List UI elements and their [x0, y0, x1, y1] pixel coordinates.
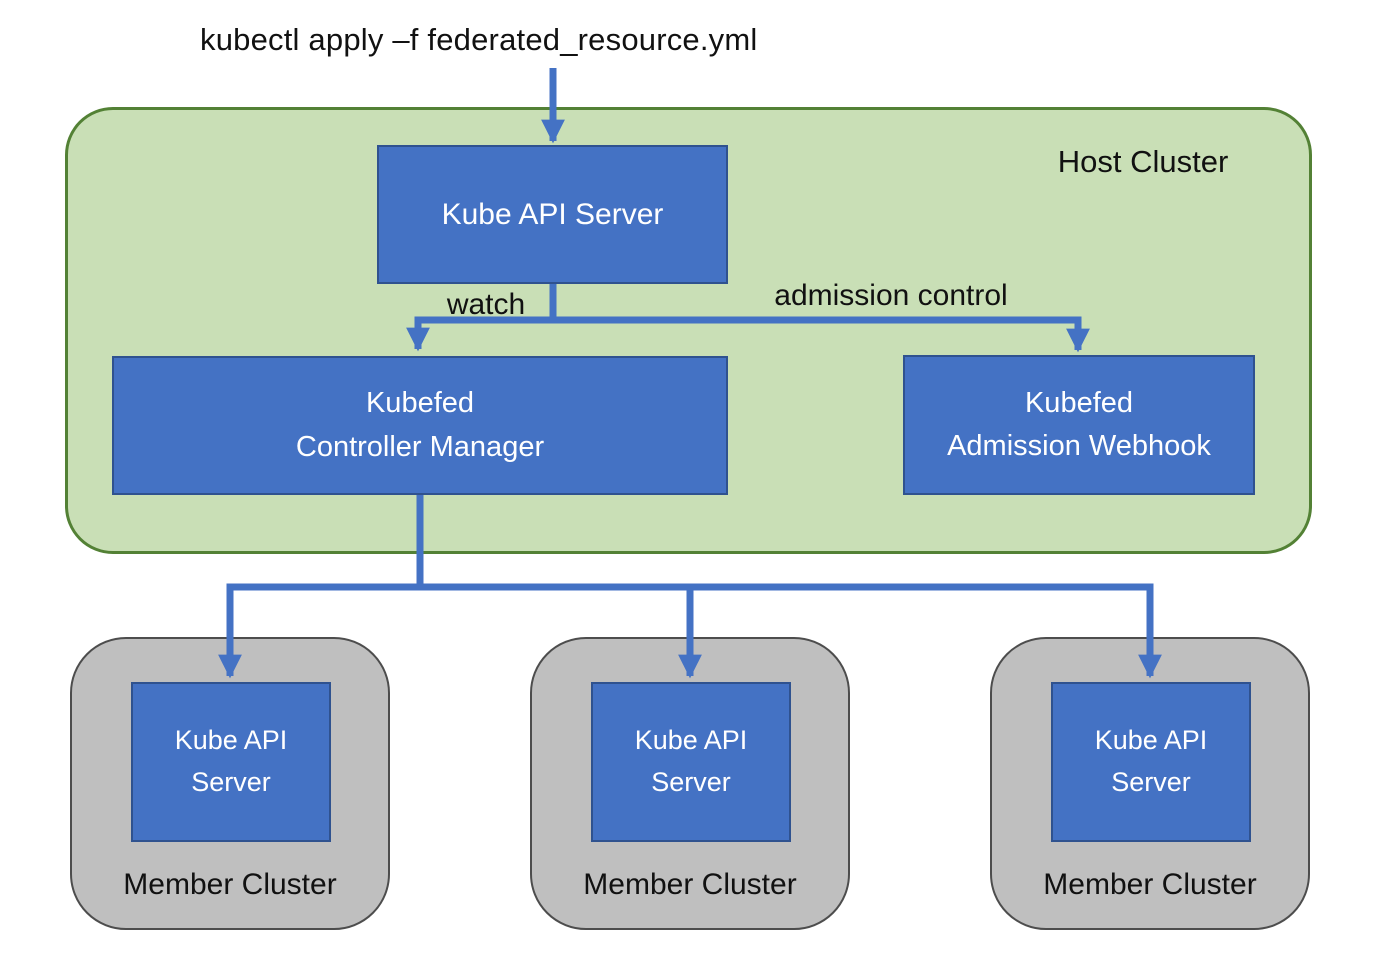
member-cluster-3-label: Member Cluster	[1043, 868, 1257, 901]
controller-manager-label-line1: Kubefed	[365, 387, 475, 419]
member-2-kube-api-server-node: Kube API Server	[591, 682, 791, 842]
kube-api-server-label: Kube API Server	[441, 198, 664, 231]
kubefed-controller-manager-node: Kubefed Controller Manager	[112, 356, 728, 495]
member-cluster-3: Kube API Server Member Cluster	[990, 637, 1310, 930]
admission-control-edge-label: admission control	[774, 279, 1008, 312]
host-cluster-label: Host Cluster	[1057, 144, 1229, 179]
member-1-kube-api-server-node: Kube API Server	[131, 682, 331, 842]
kubefed-admission-webhook-node: Kubefed Admission Webhook	[903, 355, 1255, 495]
member-cluster-1: Kube API Server Member Cluster	[70, 637, 390, 930]
member-3-kube-api-server-node: Kube API Server	[1051, 682, 1251, 842]
kubectl-command-text: kubectl apply –f federated_resource.yml	[200, 22, 758, 57]
member-1-api-server-label-line1: Kube API	[174, 725, 288, 756]
member-3-api-server-label-line1: Kube API	[1094, 725, 1208, 756]
kube-api-server-node: Kube API Server	[377, 145, 728, 284]
controller-manager-label-line2: Controller Manager	[295, 430, 545, 463]
member-cluster-2: Kube API Server Member Cluster	[530, 637, 850, 930]
member-cluster-2-label: Member Cluster	[583, 868, 797, 901]
member-2-api-server-label-line2: Server	[651, 767, 731, 797]
watch-edge-label: watch	[446, 288, 526, 321]
admission-webhook-label-line2: Admission Webhook	[947, 430, 1211, 462]
member-2-api-server-label-line1: Kube API	[634, 725, 748, 756]
admission-webhook-label-line1: Kubefed	[1024, 386, 1134, 419]
member-1-api-server-label-line2: Server	[191, 767, 271, 797]
member-3-api-server-label-line2: Server	[1111, 767, 1191, 797]
member-cluster-1-label: Member Cluster	[123, 868, 337, 901]
